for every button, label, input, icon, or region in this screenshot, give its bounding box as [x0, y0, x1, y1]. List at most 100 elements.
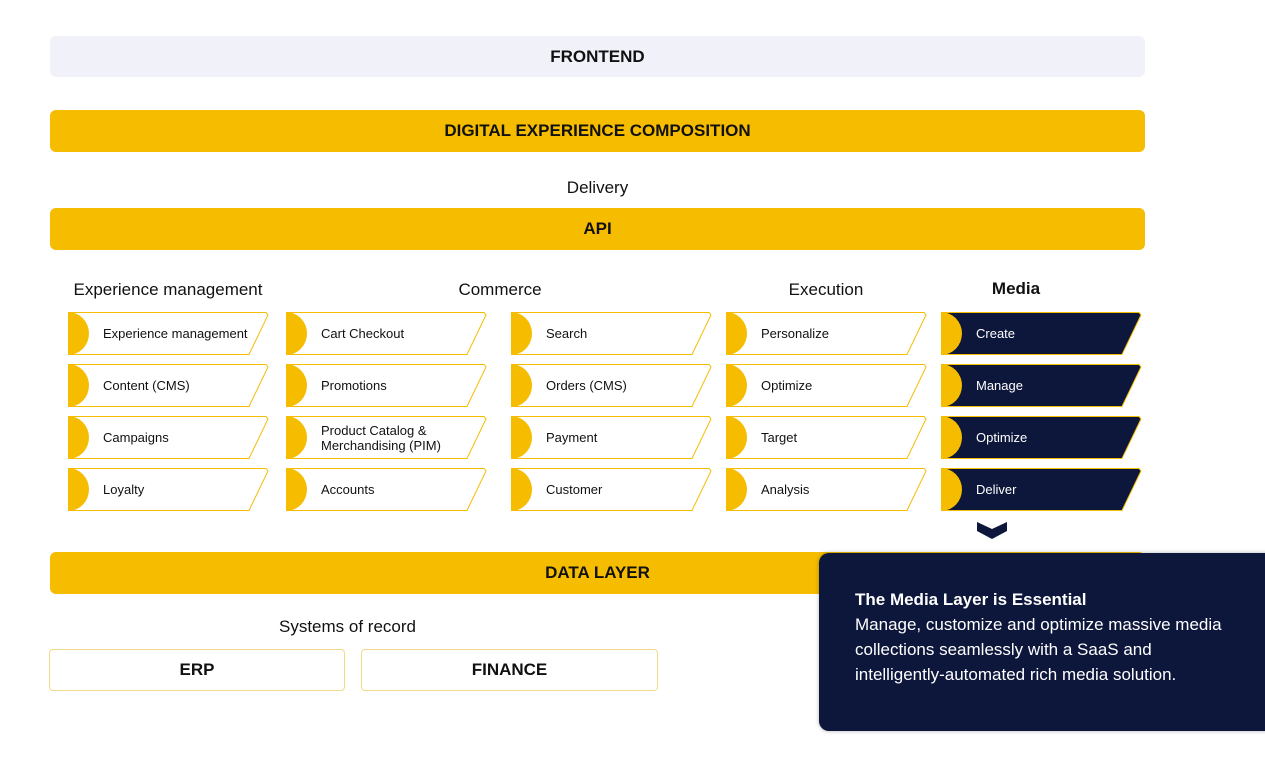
half-circle-icon — [941, 312, 962, 355]
card-target[interactable]: Target — [726, 416, 927, 459]
card-label: Content (CMS) — [103, 378, 190, 393]
column-title: Commerce — [458, 280, 542, 299]
card-label: Campaigns — [103, 430, 169, 445]
half-circle-icon — [286, 364, 307, 407]
card-create[interactable]: Create — [941, 312, 1142, 355]
half-circle-icon — [68, 364, 89, 407]
column-title: Media — [991, 279, 1041, 298]
card-accounts[interactable]: Accounts — [286, 468, 487, 511]
card-label: Product Catalog & Merchandising (PIM) — [321, 422, 441, 453]
half-circle-icon — [941, 416, 962, 459]
card-shape — [68, 364, 269, 407]
card-search[interactable]: Search — [511, 312, 712, 355]
card-customer[interactable]: Customer — [511, 468, 712, 511]
card-payment[interactable]: Payment — [511, 416, 712, 459]
card-personalize[interactable]: Personalize — [726, 312, 927, 355]
card-deliver[interactable]: Deliver — [941, 468, 1142, 511]
api-layer: API — [50, 208, 1145, 250]
half-circle-icon — [941, 364, 962, 407]
dxc-layer: DIGITAL EXPERIENCE COMPOSITION — [50, 110, 1145, 152]
half-circle-icon — [941, 468, 962, 511]
half-circle-icon — [726, 468, 747, 511]
card-shape — [941, 416, 1142, 459]
card-shape — [511, 416, 712, 459]
card-manage[interactable]: Manage — [941, 364, 1142, 407]
card-shape — [941, 312, 1142, 355]
card-label: Search — [546, 326, 588, 341]
card-label: Manage — [976, 378, 1023, 393]
card-shape — [726, 416, 927, 459]
card-shape — [286, 364, 487, 407]
card-label: Create — [976, 326, 1016, 341]
card-label: Promotions — [321, 378, 387, 393]
card-loyalty[interactable]: Loyalty — [68, 468, 269, 511]
card-shape — [68, 416, 269, 459]
half-circle-icon — [726, 364, 747, 407]
card-shape — [286, 416, 487, 459]
card-label: Analysis — [761, 482, 810, 497]
system-erp: ERP — [49, 649, 345, 691]
card-label: Customer — [546, 482, 603, 497]
card-label: Accounts — [321, 482, 375, 497]
card-shape — [726, 364, 927, 407]
card-shape — [726, 468, 927, 511]
card-label: Payment — [546, 430, 598, 445]
card-shape — [941, 468, 1142, 511]
card-shape — [68, 312, 269, 355]
card-label: Personalize — [761, 326, 829, 341]
half-circle-icon — [511, 364, 532, 407]
card-analysis[interactable]: Analysis — [726, 468, 927, 511]
card-shape — [511, 364, 712, 407]
card-product-catalog-merchandising-pim[interactable]: Product Catalog & Merchandising (PIM) — [286, 416, 487, 459]
frontend-layer: FRONTEND — [50, 36, 1145, 77]
api-label: API — [583, 219, 612, 238]
card-shape — [511, 468, 712, 511]
half-circle-icon — [511, 416, 532, 459]
card-label: Cart Checkout — [321, 326, 405, 341]
half-circle-icon — [286, 312, 307, 355]
half-circle-icon — [68, 416, 89, 459]
column-title: Experience management — [73, 280, 263, 299]
card-promotions[interactable]: Promotions — [286, 364, 487, 407]
half-circle-icon — [286, 416, 307, 459]
half-circle-icon — [726, 416, 747, 459]
data-layer-label: DATA LAYER — [545, 563, 650, 582]
card-shape — [286, 312, 487, 355]
card-experience-management[interactable]: Experience management — [68, 312, 269, 355]
card-label: Optimize — [976, 430, 1028, 445]
system-label: ERP — [179, 660, 215, 679]
card-label: Optimize — [761, 378, 813, 393]
media-layer-tooltip: The Media Layer is Essential Manage, cus… — [819, 553, 1265, 731]
card-orders-cms[interactable]: Orders (CMS) — [511, 364, 712, 407]
card-campaigns[interactable]: Campaigns — [68, 416, 269, 459]
card-shape — [941, 364, 1142, 407]
card-cart-checkout[interactable]: Cart Checkout — [286, 312, 487, 355]
system-finance: FINANCE — [361, 649, 658, 691]
card-label: Experience management — [103, 326, 248, 341]
dxc-label: DIGITAL EXPERIENCE COMPOSITION — [444, 121, 751, 140]
card-shape — [726, 312, 927, 355]
card-content-cms[interactable]: Content (CMS) — [68, 364, 269, 407]
chevron-down-icon — [977, 522, 1007, 539]
half-circle-icon — [68, 468, 89, 511]
card-optimize[interactable]: Optimize — [726, 364, 927, 407]
card-label: Deliver — [976, 482, 1017, 497]
half-circle-icon — [68, 312, 89, 355]
half-circle-icon — [511, 312, 532, 355]
card-label: Target — [761, 430, 798, 445]
half-circle-icon — [726, 312, 747, 355]
card-label: Loyalty — [103, 482, 145, 497]
system-label: FINANCE — [471, 660, 548, 679]
frontend-label: FRONTEND — [550, 46, 645, 66]
card-shape — [286, 468, 487, 511]
half-circle-icon — [511, 468, 532, 511]
card-shape — [511, 312, 712, 355]
card-optimize[interactable]: Optimize — [941, 416, 1142, 459]
delivery-label: Delivery — [566, 178, 629, 197]
card-label: Orders (CMS) — [546, 378, 627, 393]
systems-of-record-label: Systems of record — [279, 617, 416, 636]
tooltip-body: Manage, customize and optimize massive m… — [855, 615, 1222, 684]
card-shape — [68, 468, 269, 511]
tooltip-title: The Media Layer is Essential — [855, 590, 1087, 609]
half-circle-icon — [286, 468, 307, 511]
